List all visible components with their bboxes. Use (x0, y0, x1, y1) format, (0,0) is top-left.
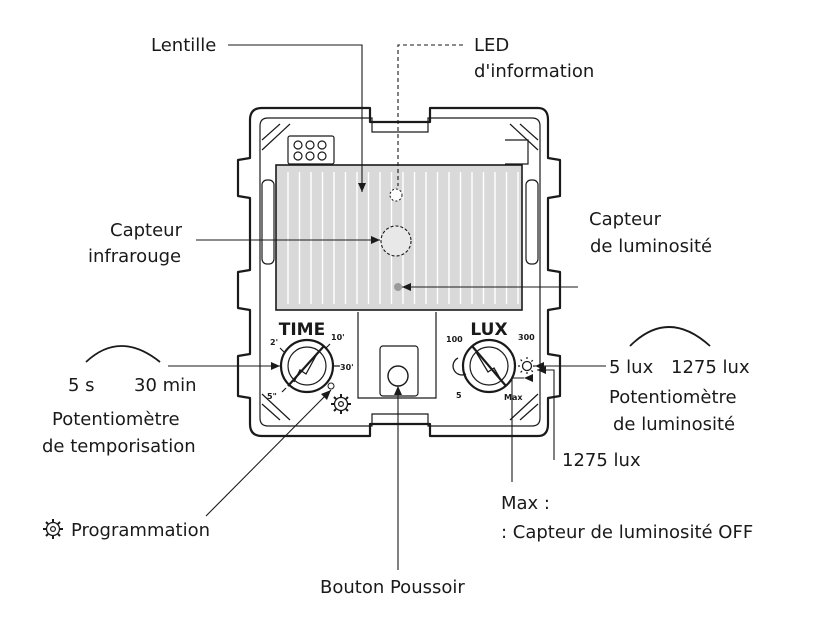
programming-led (327, 382, 335, 390)
lens (275, 164, 523, 311)
label-led-line2: d'information (474, 61, 594, 82)
gear-icon (43, 519, 63, 539)
corner-detail-tr (509, 123, 539, 151)
label-pot-lum-line2: de luminosité (613, 414, 735, 435)
time-tick-30: 30' (340, 363, 354, 372)
lux-rotation-arc (629, 326, 711, 347)
leader-lines (168, 44, 606, 570)
moon-icon (452, 357, 467, 376)
lux-dial: LUX 100 300 5 Max (446, 320, 536, 402)
label-lentille: Lentille (151, 35, 216, 56)
label-capteur-ir-line1: Capteur (110, 220, 183, 241)
labels: Lentille LED d'information Capteur infra… (42, 35, 753, 598)
label-bouton: Bouton Poussoir (320, 577, 465, 598)
label-pot-tempo-line2: de temporisation (42, 436, 196, 457)
leader-max (511, 377, 524, 482)
terminal-block (287, 135, 335, 165)
top-right-tab (505, 139, 529, 165)
label-led-line1: LED (474, 35, 509, 56)
label-lux-min: 5 lux (609, 357, 654, 378)
label-lux-max: 1275 lux (671, 357, 750, 378)
label-capteur-lum-line1: Capteur (589, 209, 662, 230)
sun-icon (518, 357, 536, 375)
button-slot (379, 345, 419, 397)
push-button[interactable] (387, 365, 409, 387)
device-frame (236, 106, 562, 438)
label-lux-1275: 1275 lux (562, 450, 641, 471)
infrared-sensor (380, 225, 412, 257)
time-tick-5: 5" (267, 392, 277, 401)
lux-dial-title: LUX (470, 320, 507, 340)
time-dial: TIME 2' 10' 30' 5" (267, 320, 354, 414)
label-max-line1: Max : (501, 493, 550, 514)
lux-tick-max: Max (504, 393, 523, 402)
corner-detail-bl (261, 393, 291, 421)
leader-led (397, 44, 463, 186)
label-time-max: 30 min (134, 375, 197, 396)
time-tick-10: 10' (331, 333, 345, 342)
side-clip-left (261, 179, 275, 265)
label-max-line2: : Capteur de luminosité OFF (501, 522, 753, 543)
push-button-area (357, 312, 437, 399)
time-dial-title: TIME (279, 320, 325, 340)
label-pot-lum-line1: Potentiomètre (609, 387, 737, 408)
time-rotation-arc (85, 345, 161, 363)
gear-icon[interactable] (331, 394, 351, 414)
side-clip-right (525, 179, 539, 265)
lux-tick-5: 5 (456, 391, 462, 400)
corner-detail-tl (261, 123, 291, 151)
device-inner-frame (259, 117, 541, 427)
leader-lentille (228, 44, 363, 192)
label-capteur-lum-line2: de luminosité (590, 236, 712, 257)
label-pot-tempo-line1: Potentiomètre (52, 409, 180, 430)
device-body (236, 106, 562, 438)
lux-tick-300: 300 (518, 333, 535, 342)
led-indicator (389, 188, 403, 202)
time-tick-2: 2' (270, 338, 278, 347)
light-sensor (394, 283, 402, 291)
label-time-min: 5 s (68, 375, 95, 396)
lux-tick-100: 100 (446, 335, 463, 344)
label-programmation: Programmation (71, 520, 210, 541)
leader-programmation (205, 389, 332, 517)
button-housing (357, 312, 437, 399)
label-capteur-ir-line2: infrarouge (88, 246, 181, 267)
corner-detail-br (509, 393, 539, 421)
